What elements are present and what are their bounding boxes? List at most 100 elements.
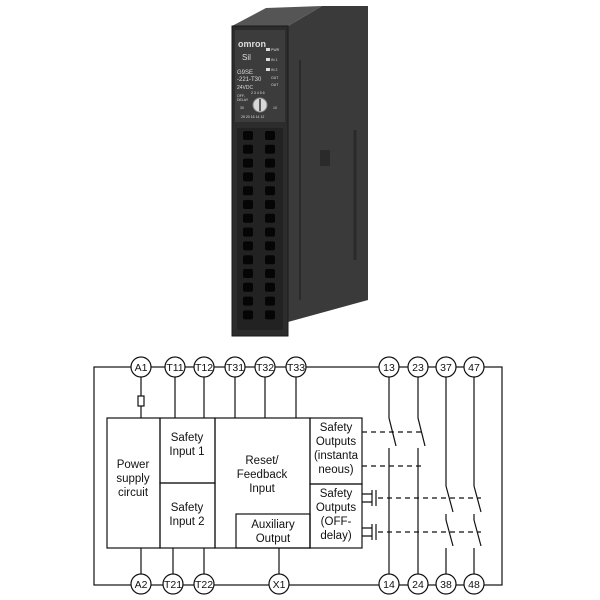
- terminal-label-t11: T11: [166, 362, 183, 374]
- terminal-label-a1: A1: [135, 362, 148, 374]
- terminal-14: [378, 573, 400, 595]
- terminal-x1: [268, 573, 290, 595]
- safety-outputs-instant-label-1: Safety: [320, 422, 353, 434]
- terminal-screw-icon: [243, 200, 253, 209]
- safety-outputs-offdelay-block: [309, 483, 363, 549]
- terminal-label-t32: T32: [256, 362, 274, 374]
- terminal-label-a2: A2: [135, 579, 148, 591]
- power-supply-label-1: Power: [117, 459, 150, 471]
- terminal-label-t22: T22: [195, 579, 213, 591]
- terminal-t22: [193, 573, 215, 595]
- safety-input-2-label-1: Safety: [171, 502, 204, 514]
- fuse-icon: [137, 395, 145, 407]
- terminal-label-13: 13: [383, 362, 395, 374]
- terminal-label-t21: T21: [164, 579, 182, 591]
- terminal-label-14: 14: [383, 579, 395, 591]
- terminal-screws: [243, 131, 275, 320]
- indicator-in2: IN 2: [271, 68, 277, 72]
- safety-outputs-offdelay-label-3: (OFF-: [321, 516, 352, 528]
- safety-input-1-label-2: Input 1: [169, 446, 204, 458]
- relay-unit-photo: omron Sil G9SE -221-T30 24VDC PWR IN 1 I…: [231, 6, 368, 337]
- dial-scale-right: 10: [273, 106, 277, 110]
- series-label: Sil: [242, 53, 251, 62]
- diagram-frame: [93, 366, 503, 586]
- dial-scale-bottom: 25 20 16 14 12: [241, 115, 264, 119]
- terminal-screw-icon: [265, 144, 275, 154]
- terminal-t33: [285, 356, 307, 378]
- safety-outputs-instant-label-3: (instanta: [314, 450, 359, 462]
- terminal-screw-icon: [243, 186, 253, 196]
- terminal-label-48: 48: [468, 579, 480, 591]
- led-icon: [266, 68, 270, 71]
- terminal-37: [435, 356, 457, 378]
- terminal-screw-icon: [243, 172, 253, 182]
- terminal-label-t33: T33: [287, 362, 305, 374]
- terminal-screw-icon: [243, 255, 253, 265]
- terminal-screw-icon: [265, 131, 275, 140]
- terminal-screw-icon: [243, 296, 253, 306]
- terminal-screw-icon: [243, 282, 253, 292]
- contact-37-38b: [445, 519, 454, 547]
- terminal-screw-icon: [265, 269, 275, 278]
- terminal-label-23: 23: [412, 362, 424, 374]
- safety-outputs-instant-label-2: Outputs: [316, 436, 357, 448]
- terminal-24: [407, 573, 429, 595]
- dial-scale-top: 2 3 4 5 6: [251, 91, 265, 95]
- dial-label-1: OFF-: [237, 94, 246, 98]
- auxiliary-output-label-2: Output: [256, 533, 291, 545]
- terminal-screw-icon: [265, 213, 275, 223]
- indicator-out2: OUT: [271, 83, 279, 87]
- terminal-38: [435, 573, 457, 595]
- terminal-screw-icon: [243, 227, 253, 237]
- reset-feedback-label-3: Input: [249, 483, 275, 495]
- safety-outputs-offdelay-label-4: delay): [320, 530, 351, 542]
- power-supply-label-2: supply: [116, 473, 149, 485]
- terminal-t32: [254, 356, 276, 378]
- terminal-screw-icon: [265, 255, 275, 265]
- terminal-label-t31: T31: [226, 362, 244, 374]
- terminal-screw-icon: [243, 144, 253, 154]
- reset-feedback-label-1: Reset/: [245, 455, 279, 467]
- voltage-label: 24VDC: [237, 85, 254, 91]
- model-label-2: -221-T30: [237, 77, 262, 83]
- terminal-48: [463, 573, 485, 595]
- indicator-pwr: PWR: [271, 48, 280, 52]
- terminal-screw-icon: [243, 131, 253, 140]
- terminal-label-47: 47: [468, 362, 480, 374]
- terminal-label-24: 24: [412, 579, 424, 591]
- terminal-screw-icon: [265, 200, 275, 209]
- terminal-label-37: 37: [440, 362, 452, 374]
- safety-input-2-label-2: Input 2: [169, 516, 204, 528]
- power-supply-label-3: circuit: [118, 487, 149, 499]
- terminal-screw-icon: [265, 241, 275, 251]
- terminal-screw-icon: [243, 269, 253, 278]
- terminal-screw-icon: [265, 310, 275, 320]
- terminal-t31: [224, 356, 246, 378]
- auxiliary-output-label-1: Auxiliary: [251, 519, 295, 531]
- safety-outputs-offdelay-label-2: Outputs: [316, 502, 357, 514]
- safety-outputs-instant-label-4: neous): [318, 464, 353, 476]
- terminal-screw-icon: [243, 213, 253, 223]
- terminal-23: [407, 356, 429, 378]
- terminal-label-t12: T12: [195, 362, 213, 374]
- dial-label-2: DELAY: [237, 98, 249, 102]
- contact-47-48a: [473, 485, 482, 513]
- led-icon: [266, 58, 270, 61]
- safety-outputs-offdelay-label-1: Safety: [320, 488, 353, 500]
- terminal-screw-icon: [243, 241, 253, 251]
- terminal-screw-icon: [265, 282, 275, 292]
- dial-scale-left: 30: [240, 106, 244, 110]
- terminal-t21: [162, 573, 184, 595]
- contact-47-48b: [473, 519, 482, 547]
- terminal-screw-icon: [265, 158, 275, 168]
- terminal-screw-icon: [243, 310, 253, 320]
- terminal-t11: [164, 356, 186, 378]
- indicator-out1: OUT: [271, 76, 279, 80]
- terminal-screw-icon: [265, 186, 275, 196]
- led-icon: [266, 48, 270, 51]
- safety-input-1-label-1: Safety: [171, 432, 204, 444]
- terminal-t12: [193, 356, 215, 378]
- terminal-47: [463, 356, 485, 378]
- terminal-a2: [130, 573, 152, 595]
